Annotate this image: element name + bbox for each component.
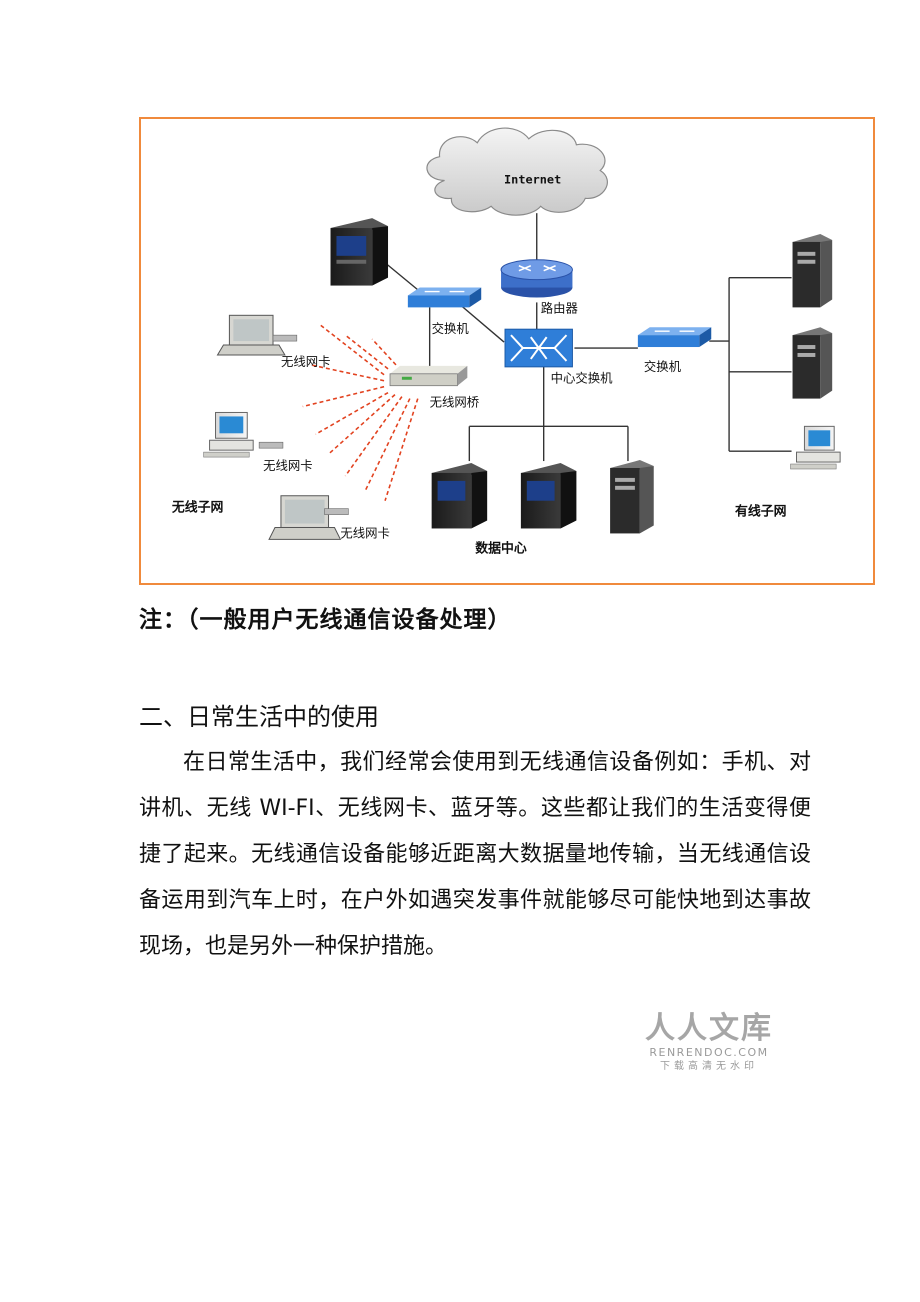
connection-lines [384, 213, 792, 462]
core-switch-icon [504, 328, 573, 368]
watermark-main: 人人文库 [645, 1011, 773, 1046]
section-paragraph: 在日常生活中，我们经常会使用到无线通信设备例如：手机、对讲机、无线 WI-FI、… [139, 750, 811, 959]
internet-label: Internet [504, 172, 561, 186]
router-label: 路由器 [541, 300, 579, 315]
right-switch-label: 交换机 [644, 359, 682, 374]
laptop-icon [216, 314, 286, 356]
wireless-nic-icon [272, 334, 298, 342]
server-tower-icon [330, 218, 389, 286]
watermark-logo: 人人文库 RENRENDOC.COM 下载高清无水印 [642, 1012, 776, 1074]
network-diagram: Internet 路由器 中心交换机 交换机 [172, 127, 841, 556]
wireless-nic-icon [258, 441, 284, 449]
server-tower-icon [431, 463, 488, 529]
left-switch-icon [407, 287, 482, 308]
server-tower-icon [610, 460, 654, 534]
wireless-nic-icon [324, 508, 349, 515]
server-tower-icon [520, 463, 577, 529]
desktop-pc-icon [790, 425, 841, 470]
figure-note: 注：（一般用户无线通信设备处理） [139, 607, 512, 633]
nic-label-3: 无线网卡 [340, 525, 390, 540]
bridge-label: 无线网桥 [430, 395, 480, 410]
nic-label-1: 无线网卡 [281, 354, 331, 369]
wireless-bridge-icon [389, 365, 468, 387]
internet-cloud-icon [426, 127, 608, 216]
wireless-signal-lines [302, 324, 419, 501]
watermark-domain: RENRENDOC.COM [649, 1046, 769, 1059]
desktop-pc-icon [203, 411, 254, 458]
server-tower-icon [792, 234, 833, 308]
core-switch-label: 中心交换机 [551, 371, 614, 386]
watermark-sub: 下载高清无水印 [660, 1061, 758, 1072]
datacenter-label: 数据中心 [475, 540, 527, 556]
server-tower-icon [792, 327, 833, 399]
wired-subnet-label: 有线子网 [735, 504, 787, 520]
section-heading: 二、日常生活中的使用 [139, 703, 379, 731]
laptop-icon [268, 495, 342, 540]
nic-label-2: 无线网卡 [263, 458, 313, 473]
wireless-subnet-label: 无线子网 [172, 500, 224, 516]
right-switch-icon [637, 327, 712, 348]
network-diagram-figure: Internet 路由器 中心交换机 交换机 [139, 117, 875, 585]
left-switch-label: 交换机 [432, 321, 470, 336]
router-icon [500, 259, 573, 298]
